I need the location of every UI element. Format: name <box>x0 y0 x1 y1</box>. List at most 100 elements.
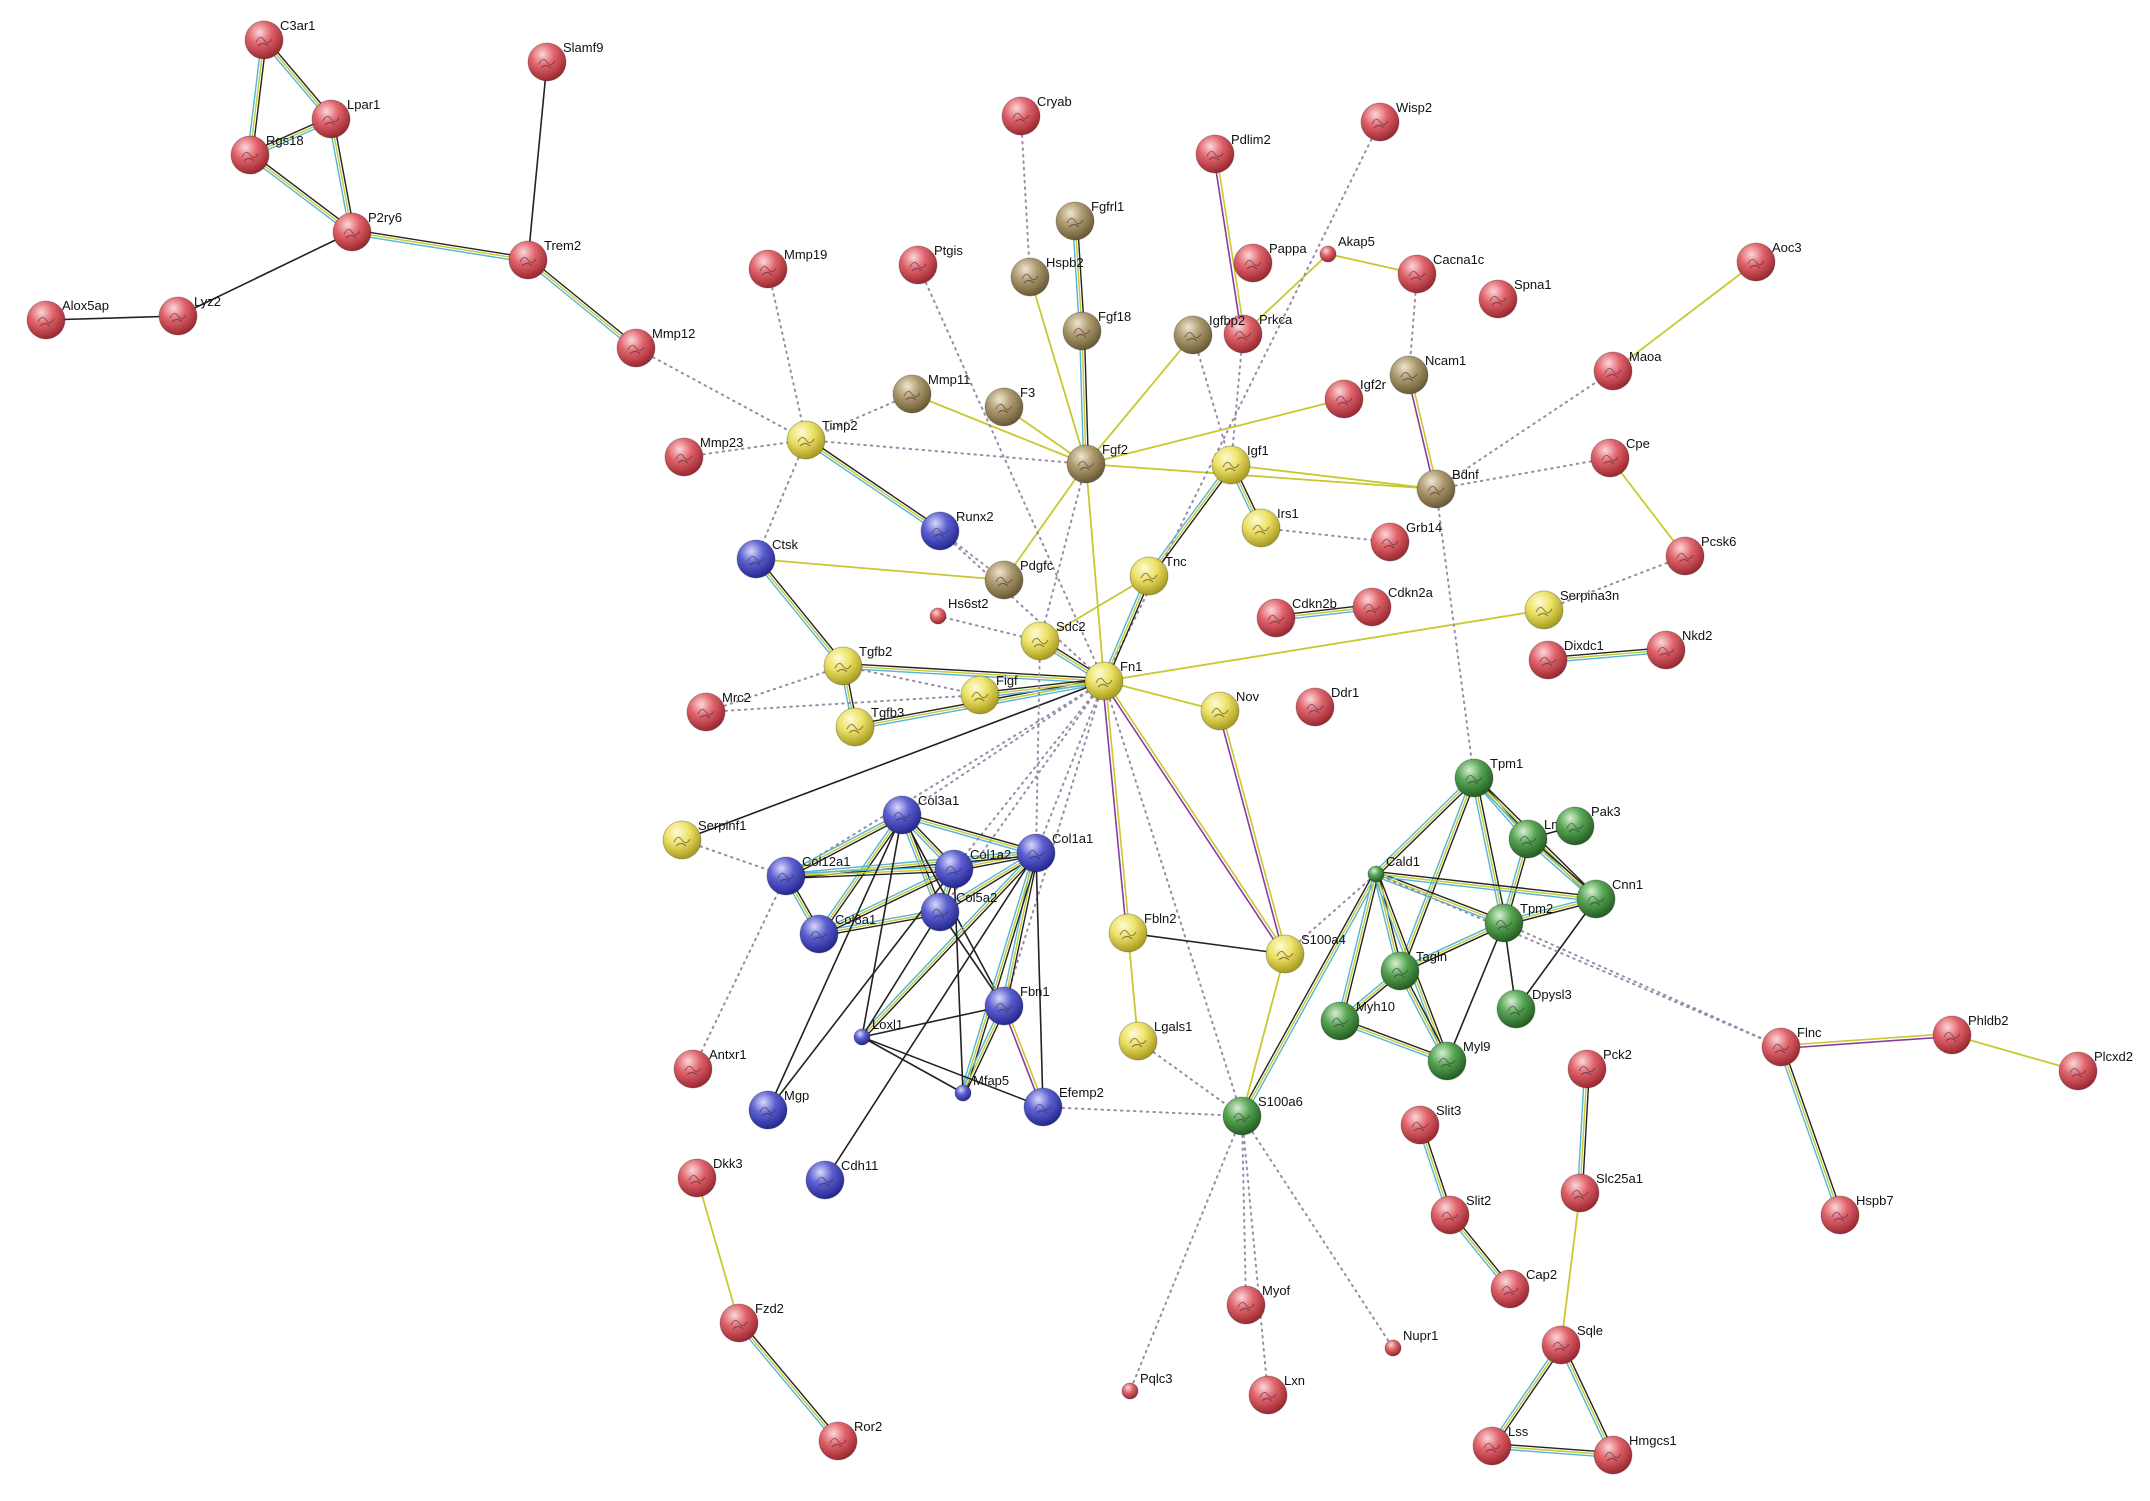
node-cdh11[interactable]: Cdh11 <box>805 1158 878 1200</box>
node-mmp23[interactable]: Mmp23 <box>664 435 743 477</box>
node-cdkn2b[interactable]: Cdkn2b <box>1256 596 1337 638</box>
node-maoa[interactable]: Maoa <box>1593 349 1662 391</box>
node-mfap5[interactable]: Mfap5 <box>954 1073 1009 1102</box>
node-col5a2[interactable]: Col5a2 <box>920 890 997 932</box>
node-sphere[interactable] <box>954 1084 972 1102</box>
node-sphere[interactable] <box>1367 865 1385 883</box>
node-tgfb3[interactable]: Tgfb3 <box>835 705 904 747</box>
node-hmgcs1[interactable]: Hmgcs1 <box>1593 1433 1677 1475</box>
node-irs1[interactable]: Irs1 <box>1241 506 1299 548</box>
node-myl9[interactable]: Myl9 <box>1427 1039 1490 1081</box>
node-pcsk6[interactable]: Pcsk6 <box>1665 534 1736 576</box>
node-cpe[interactable]: Cpe <box>1590 436 1650 478</box>
node-slc25a1[interactable]: Slc25a1 <box>1560 1171 1643 1213</box>
node-igfbp2[interactable]: Igfbp2 <box>1173 313 1245 355</box>
node-akap5[interactable]: Akap5 <box>1319 234 1375 263</box>
node-sphere[interactable] <box>1121 1382 1139 1400</box>
node-nov[interactable]: Nov <box>1200 689 1260 731</box>
node-lpar1[interactable]: Lpar1 <box>311 97 380 139</box>
node-ror2[interactable]: Ror2 <box>818 1419 882 1461</box>
node-pqlc3[interactable]: Pqlc3 <box>1121 1371 1173 1400</box>
node-myh10[interactable]: Myh10 <box>1320 999 1395 1041</box>
node-nkd2[interactable]: Nkd2 <box>1646 628 1712 670</box>
node-grb14[interactable]: Grb14 <box>1370 520 1442 562</box>
node-cnn1[interactable]: Cnn1 <box>1576 877 1643 919</box>
node-antxr1[interactable]: Antxr1 <box>673 1047 747 1089</box>
node-tpm2[interactable]: Tpm2 <box>1484 901 1553 943</box>
node-slamf9[interactable]: Slamf9 <box>527 40 603 82</box>
node-tgfb2[interactable]: Tgfb2 <box>823 644 892 686</box>
node-lss[interactable]: Lss <box>1472 1424 1529 1466</box>
node-fbln2[interactable]: Fbln2 <box>1108 911 1177 953</box>
node-ddr1[interactable]: Ddr1 <box>1295 685 1359 727</box>
node-serpina3n[interactable]: Serpina3n <box>1524 588 1619 630</box>
node-dixdc1[interactable]: Dixdc1 <box>1528 638 1604 680</box>
node-trem2[interactable]: Trem2 <box>508 238 581 280</box>
node-ptgis[interactable]: Ptgis <box>898 243 963 285</box>
node-phldb2[interactable]: Phldb2 <box>1932 1013 2008 1055</box>
node-pdgfc[interactable]: Pdgfc <box>984 558 1054 600</box>
node-sphere[interactable] <box>1319 245 1337 263</box>
node-col12a1[interactable]: Col12a1 <box>766 854 850 896</box>
node-cdkn2a[interactable]: Cdkn2a <box>1352 585 1434 627</box>
node-hs6st2[interactable]: Hs6st2 <box>929 596 988 625</box>
node-tnc[interactable]: Tnc <box>1129 554 1187 596</box>
node-hspb2[interactable]: Hspb2 <box>1010 255 1084 297</box>
node-rgs18[interactable]: Rgs18 <box>230 133 304 175</box>
node-cap2[interactable]: Cap2 <box>1490 1267 1557 1309</box>
node-sphere[interactable] <box>929 607 947 625</box>
node-col3a1[interactable]: Col3a1 <box>882 793 959 835</box>
node-sphere[interactable] <box>1384 1339 1402 1357</box>
node-mmp19[interactable]: Mmp19 <box>748 247 827 289</box>
node-sqle[interactable]: Sqle <box>1541 1323 1603 1365</box>
node-pappa[interactable]: Pappa <box>1233 241 1307 283</box>
node-myof[interactable]: Myof <box>1226 1283 1291 1325</box>
node-timp2[interactable]: Timp2 <box>786 418 858 460</box>
node-aoc3[interactable]: Aoc3 <box>1736 240 1802 282</box>
node-fn1[interactable]: Fn1 <box>1084 659 1142 701</box>
node-lgals1[interactable]: Lgals1 <box>1118 1019 1192 1061</box>
node-mrc2[interactable]: Mrc2 <box>686 690 751 732</box>
node-tpm1[interactable]: Tpm1 <box>1454 756 1523 798</box>
node-ncam1[interactable]: Ncam1 <box>1389 353 1466 395</box>
node-efemp2[interactable]: Efemp2 <box>1023 1085 1104 1127</box>
node-slit3[interactable]: Slit3 <box>1400 1103 1461 1145</box>
node-igf2r[interactable]: Igf2r <box>1324 377 1387 419</box>
node-dpysl3[interactable]: Dpysl3 <box>1496 987 1572 1029</box>
node-prkca[interactable]: Prkca <box>1223 312 1293 354</box>
node-col8a1[interactable]: Col8a1 <box>799 912 876 954</box>
node-cald1[interactable]: Cald1 <box>1367 854 1420 883</box>
node-mmp11[interactable]: Mmp11 <box>892 372 970 414</box>
node-fbn1[interactable]: Fbn1 <box>984 984 1050 1026</box>
node-plcxd2[interactable]: Plcxd2 <box>2058 1049 2133 1091</box>
node-wisp2[interactable]: Wisp2 <box>1360 100 1432 142</box>
node-flnc[interactable]: Flnc <box>1761 1025 1822 1067</box>
node-fzd2[interactable]: Fzd2 <box>719 1301 784 1343</box>
node-col1a1[interactable]: Col1a1 <box>1016 831 1093 873</box>
node-spna1[interactable]: Spna1 <box>1478 277 1552 319</box>
node-alox5ap[interactable]: Alox5ap <box>26 298 109 340</box>
node-p2ry6[interactable]: P2ry6 <box>332 210 402 252</box>
node-col1a2[interactable]: Col1a2 <box>934 847 1011 889</box>
node-s100a4[interactable]: S100a4 <box>1265 932 1346 974</box>
node-igf1[interactable]: Igf1 <box>1211 443 1269 485</box>
node-f3[interactable]: F3 <box>984 385 1035 427</box>
node-hspb7[interactable]: Hspb7 <box>1820 1193 1894 1235</box>
node-c3ar1[interactable]: C3ar1 <box>244 18 315 60</box>
node-pak3[interactable]: Pak3 <box>1555 804 1621 846</box>
node-dkk3[interactable]: Dkk3 <box>677 1156 743 1198</box>
node-serpinf1[interactable]: Serpinf1 <box>662 818 746 860</box>
node-runx2[interactable]: Runx2 <box>920 509 994 551</box>
node-mmp12[interactable]: Mmp12 <box>616 326 695 368</box>
node-fgf2[interactable]: Fgf2 <box>1066 442 1128 484</box>
node-cryab[interactable]: Cryab <box>1001 94 1072 136</box>
node-sdc2[interactable]: Sdc2 <box>1020 619 1086 661</box>
node-pdlim2[interactable]: Pdlim2 <box>1195 132 1271 174</box>
node-figf[interactable]: Figf <box>960 673 1018 715</box>
node-tagln[interactable]: Tagln <box>1380 949 1447 991</box>
node-bdnf[interactable]: Bdnf <box>1416 467 1479 509</box>
node-cacna1c[interactable]: Cacna1c <box>1397 252 1485 294</box>
node-lyz2[interactable]: Lyz2 <box>158 294 221 336</box>
node-fgfrl1[interactable]: Fgfrl1 <box>1055 199 1124 241</box>
node-mgp[interactable]: Mgp <box>748 1088 809 1130</box>
